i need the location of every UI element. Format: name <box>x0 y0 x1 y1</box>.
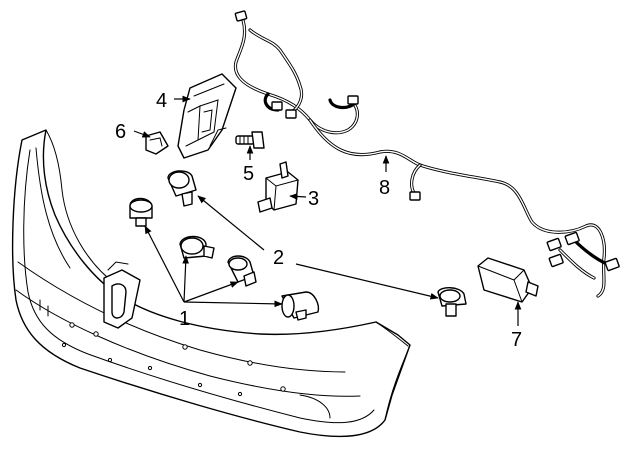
bumper-cover <box>11 129 411 438</box>
callout-6: 6 <box>115 121 126 143</box>
park-sensor-f <box>437 287 467 317</box>
callout-8: 8 <box>379 177 390 199</box>
sensor-module-7 <box>477 257 539 303</box>
callout-2: 2 <box>273 247 284 269</box>
wiring-harness <box>233 10 620 298</box>
callout-1: 1 <box>179 308 190 330</box>
bolt <box>235 131 265 149</box>
callout-labels: 1 2 3 4 5 6 7 8 <box>115 90 522 351</box>
callout-5: 5 <box>243 163 254 185</box>
park-sensor-b <box>167 170 197 207</box>
bracket-clip <box>145 131 169 155</box>
park-sensor-d <box>227 255 257 287</box>
park-sensor-a <box>129 197 153 227</box>
leader-lines <box>133 95 522 326</box>
callout-4: 4 <box>156 90 167 112</box>
park-sensor-e <box>281 291 320 321</box>
park-sensor-c <box>179 235 215 259</box>
control-module <box>177 73 237 159</box>
sensor-part3 <box>257 161 299 213</box>
callout-3: 3 <box>308 188 319 210</box>
callout-7: 7 <box>511 329 522 351</box>
